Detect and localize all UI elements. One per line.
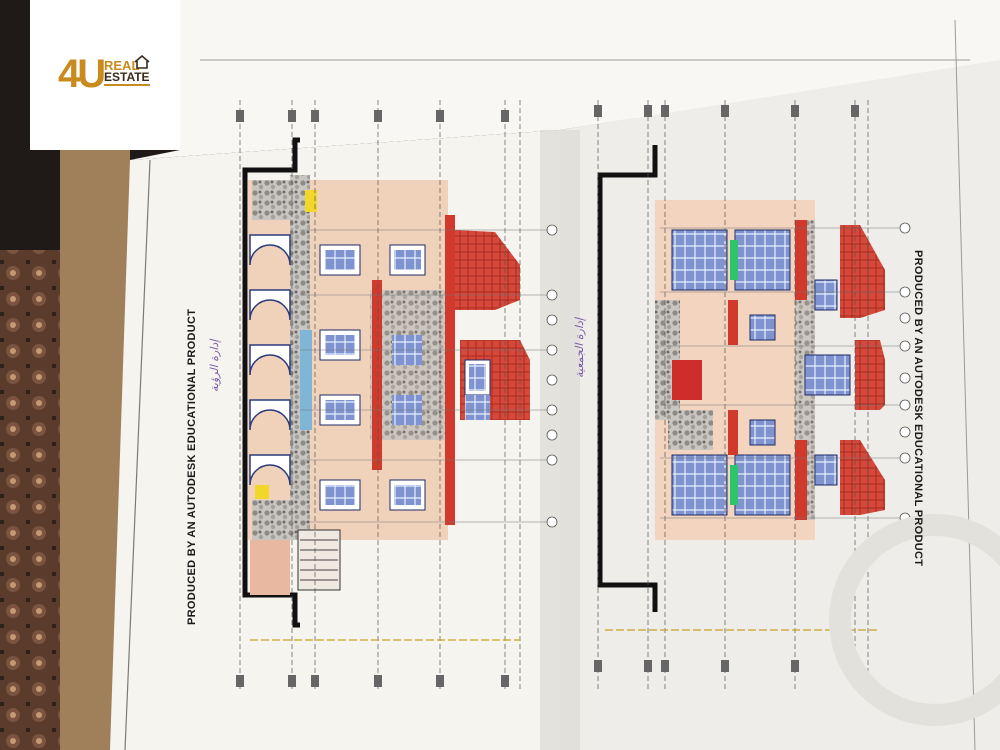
tower-window-glass [469,364,486,391]
roof-right-2 [855,340,885,410]
handwritten-note-left: إدارة الرؤية [208,339,221,392]
green-accent-1 [730,240,738,280]
rug [0,250,70,750]
right-windows [671,229,851,516]
yellow-accent-1 [255,485,269,499]
roof-right-3 [840,440,885,515]
stone-block-top [252,180,292,220]
logo-mark: 4U [58,52,106,96]
roof-right-1 [840,225,885,318]
cornice-right-1 [795,220,807,300]
balcony-rail [300,330,312,430]
tower-window-2 [465,395,490,420]
house-icon [134,55,150,69]
stairs [250,540,290,595]
logo-word-real: REAL [104,58,140,73]
handwritten-note-right: إدارة الجمعية [573,318,586,378]
logo-word-estate: ESTATE [104,70,150,84]
watermark-circle [829,514,1000,726]
frame-line-right [954,19,976,750]
watermark-text-left: PRODUCED BY AN AUTODESK EDUCATIONAL PROD… [186,308,198,625]
ground-windows [249,234,291,486]
cornice-band-1 [372,280,382,470]
axis-lines [239,100,521,690]
axis-markers [236,110,509,687]
brand-logo: 4U REAL ESTATE [30,0,180,150]
frame-line-left [124,159,151,750]
grid-lines-left [300,229,547,523]
left-elevation [236,100,558,690]
roof-left-1 [455,230,520,310]
page-top-strip [130,0,1000,160]
cornice-right-3 [728,300,738,345]
ground-line [242,137,300,628]
red-door [672,360,702,400]
cornice-right-2 [795,440,807,520]
cornice-band-2 [445,215,455,525]
cornice-right-4 [728,410,738,455]
stone-block-bottom [252,500,292,540]
grid-bubbles-left [546,224,558,528]
stone-right-2 [668,410,713,450]
watermark-text-right: PRODUCED BY AN AUTODESK EDUCATIONAL PROD… [912,250,924,567]
ground-line-right [597,145,658,612]
green-accent-2 [730,465,738,505]
yellow-accent-2 [305,190,317,212]
page-shadow [540,130,580,750]
logo-underline [104,84,150,86]
right-elevation [594,100,911,690]
grid-lines-right [660,227,900,519]
